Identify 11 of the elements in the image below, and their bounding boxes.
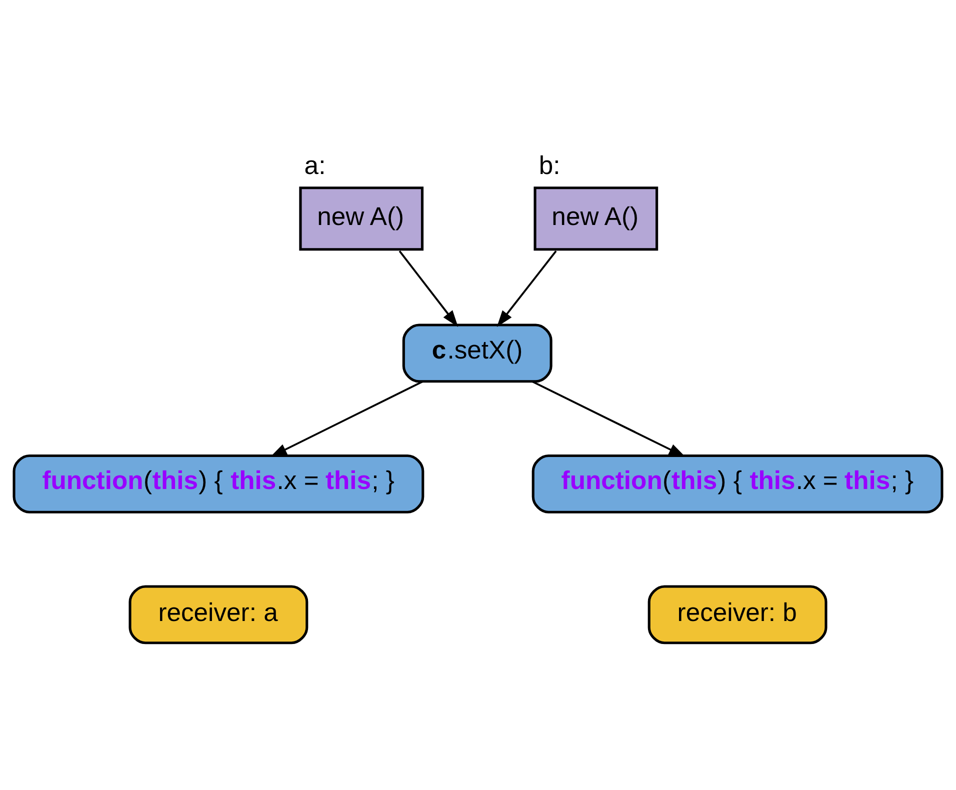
arrow bbox=[532, 380, 686, 457]
node-label: a: bbox=[304, 151, 326, 180]
arrow bbox=[398, 250, 458, 326]
node-box: receiver: b bbox=[648, 584, 828, 644]
arrow bbox=[496, 250, 557, 326]
node-box: c.setX() bbox=[402, 323, 552, 382]
node-box: function(this) { this.x = this; } bbox=[532, 454, 944, 513]
arrow bbox=[270, 380, 423, 457]
node-box: receiver: a bbox=[128, 584, 308, 644]
node-label: b: bbox=[538, 151, 560, 180]
node-box: function(this) { this.x = this; } bbox=[12, 454, 424, 513]
